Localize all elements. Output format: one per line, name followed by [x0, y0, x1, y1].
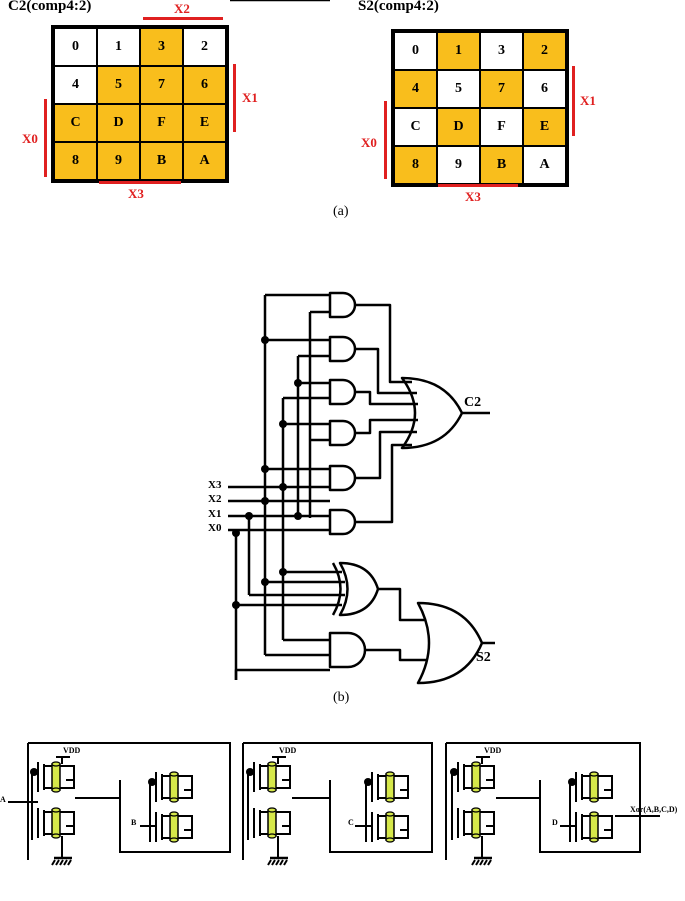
transistor-body [471, 809, 481, 837]
var-label-top: X2 [174, 1, 190, 16]
output-label-c2: C2 [464, 395, 482, 410]
input-label-c: C [348, 818, 354, 827]
kmap-cell: 3 [141, 29, 182, 65]
vdd-label: VDD [484, 746, 502, 755]
kmap-cell: F [481, 109, 522, 145]
kmap-cell: 4 [395, 71, 436, 107]
transistor-body [589, 813, 599, 841]
var-label-bottom: X3 [465, 189, 481, 204]
kmap-cell: 9 [98, 143, 139, 179]
var-label-left: X0 [361, 135, 377, 150]
kmap-cell: C [395, 109, 436, 145]
input-label-x1: X1 [208, 508, 222, 520]
kmap-cell: A [524, 147, 565, 183]
var-label-left: X0 [22, 131, 38, 146]
x1-bar [572, 66, 575, 136]
x1-bar [233, 64, 236, 132]
frame [446, 742, 641, 853]
kmap-cell: 8 [395, 147, 436, 183]
kmap-cell: 1 [98, 29, 139, 65]
frame [28, 742, 231, 853]
kmap-cell: 5 [438, 71, 479, 107]
kmap-cell: 6 [524, 71, 565, 107]
kmap-cell: 3 [481, 33, 522, 69]
kmap-cell: 5 [98, 67, 139, 103]
var-label-bottom: X3 [128, 186, 144, 201]
kmap-cell: E [184, 105, 225, 141]
transistor-body [385, 773, 395, 801]
kmap-cell: 1 [438, 33, 479, 69]
kmap-cell: B [141, 143, 182, 179]
output-label-s2: S2 [476, 650, 491, 665]
kmap-title: C2(comp4:2) [8, 0, 92, 14]
kmap-cell: 0 [55, 29, 96, 65]
kmap-cell: 9 [438, 147, 479, 183]
input-label-b: B [131, 818, 137, 827]
kmap-cell: 2 [184, 29, 225, 65]
transistor-body [169, 773, 179, 801]
kmap-cell: B [481, 147, 522, 183]
transistor-body [51, 763, 61, 791]
kmap-cell: D [438, 109, 479, 145]
kmap-cell: E [524, 109, 565, 145]
transistor-body [169, 813, 179, 841]
vdd-label: VDD [63, 746, 81, 755]
kmap-cell: D [98, 105, 139, 141]
input-label-x3: X3 [208, 479, 222, 491]
caption-b: (b) [333, 690, 350, 705]
var-label-right: X1 [242, 90, 258, 105]
x0-bar [384, 101, 387, 179]
transistor-body [51, 809, 61, 837]
kmap-cell: 7 [481, 71, 522, 107]
input-label-d: D [552, 818, 558, 827]
kmap-cell: 2 [524, 33, 565, 69]
input-label-a: A [0, 795, 6, 804]
kmap-cell: 8 [55, 143, 96, 179]
x3-bar [99, 181, 181, 184]
kmap-title: S2(comp4:2) [358, 0, 439, 14]
frame [243, 742, 433, 853]
x3-bar [438, 184, 518, 187]
kmap-cell: 0 [395, 33, 436, 69]
kmap-cell: C [55, 105, 96, 141]
transistor-chain [8, 742, 660, 866]
gate-circuit-diagram [228, 291, 495, 685]
output-label-xor: Xor(A,B,C,D) [630, 805, 678, 814]
transistor-body [589, 773, 599, 801]
transistor-body [385, 813, 395, 841]
transistor-body [471, 763, 481, 791]
kmap-cell: 7 [141, 67, 182, 103]
input-label-x0: X0 [208, 522, 222, 534]
var-label-right: X1 [580, 93, 596, 108]
x0-bar [44, 99, 47, 177]
transistor-body [267, 809, 277, 837]
kmap-cell: F [141, 105, 182, 141]
kmap-cell: A [184, 143, 225, 179]
caption-a: (a) [333, 204, 349, 219]
kmap-cell: 6 [184, 67, 225, 103]
vdd-label: VDD [279, 746, 297, 755]
x2-bar [143, 17, 223, 20]
kmap-cell: 4 [55, 67, 96, 103]
transistor-body [267, 763, 277, 791]
input-label-x2: X2 [208, 493, 222, 505]
